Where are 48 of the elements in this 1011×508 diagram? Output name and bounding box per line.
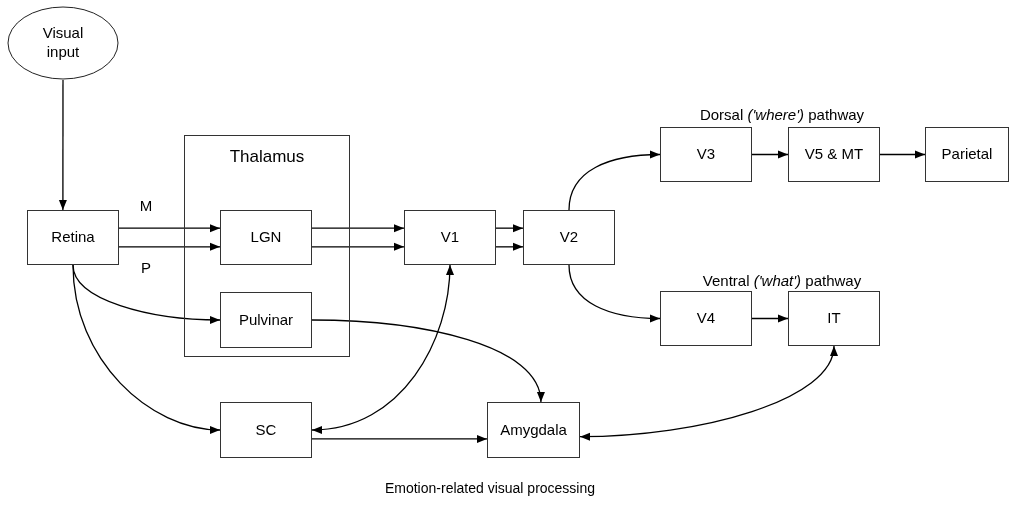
arrow (751, 314, 789, 323)
process-box (404, 210, 496, 265)
arrow (58, 79, 67, 211)
arrow (311, 224, 405, 233)
group-title: Thalamus (228, 146, 306, 168)
node-label: V5 & MT (803, 145, 865, 164)
node-label: V1 (439, 228, 461, 247)
process-box (925, 127, 1009, 182)
arrow (118, 224, 221, 233)
arrow (311, 319, 544, 403)
process-box (220, 402, 312, 458)
node-label: SC (254, 420, 278, 440)
node-label: V2 (558, 228, 580, 247)
arrow (495, 224, 524, 233)
arrow (311, 434, 488, 443)
process-box (27, 210, 119, 265)
caption: Emotion-related visual processing (384, 479, 596, 498)
process-box (220, 292, 312, 348)
group-box (184, 135, 350, 357)
arrow (118, 242, 221, 251)
arrow (72, 264, 221, 434)
node-label: Pulvinar (237, 310, 295, 330)
arrow (879, 150, 926, 159)
node-label: Amygdala (499, 420, 568, 440)
arrow (568, 264, 661, 323)
node-label: V3 (695, 145, 717, 164)
node-label: Visual input (41, 24, 85, 62)
node-label: LGN (249, 228, 283, 247)
process-box (220, 210, 312, 265)
process-box (660, 127, 752, 182)
node-label: Parietal (940, 145, 994, 164)
process-box (660, 291, 752, 346)
pathway-label: Ventral ('what') pathway (702, 271, 862, 291)
process-box (788, 127, 880, 182)
node-label: IT (826, 309, 842, 328)
arrow (579, 345, 836, 441)
process-box (487, 402, 580, 458)
arrow (495, 242, 524, 251)
arrow (751, 150, 789, 159)
arrow (311, 242, 405, 251)
arrow (311, 264, 454, 434)
process-box (523, 210, 615, 265)
pathway-label: Dorsal ('where') pathway (699, 105, 865, 125)
arrow (568, 150, 661, 211)
process-box (788, 291, 880, 346)
input-ellipse (7, 6, 119, 80)
node-label: Retina (50, 228, 96, 247)
node-label: V4 (695, 309, 717, 328)
